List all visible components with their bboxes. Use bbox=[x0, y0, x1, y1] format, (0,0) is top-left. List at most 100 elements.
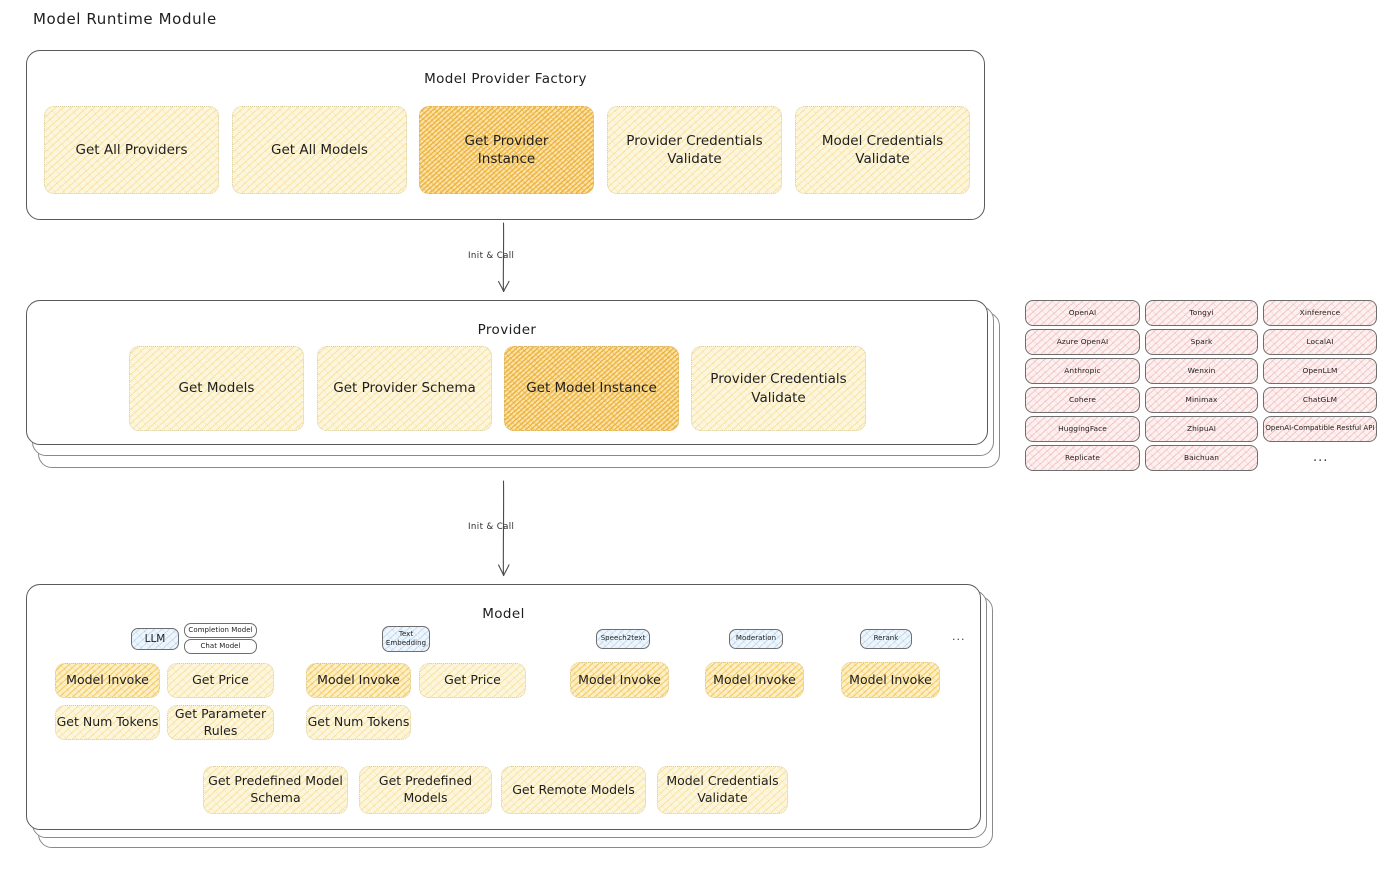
arrow-provider-to-model: Init & Call bbox=[468, 480, 540, 582]
provider-pill-label: Baichuan bbox=[1183, 453, 1220, 462]
provider-pill-wenxin[interactable]: Wenxin bbox=[1145, 358, 1258, 384]
provider-card-get-provider-schema[interactable]: Get Provider Schema bbox=[317, 346, 492, 431]
provider-pill-xinference[interactable]: Xinference bbox=[1263, 300, 1377, 326]
provider-pill-anthropic[interactable]: Anthropic bbox=[1025, 358, 1140, 384]
model-type-badge-label: Speech2text bbox=[600, 634, 646, 643]
provider-pill-label: Tongyi bbox=[1189, 308, 1214, 317]
provider-pill-azure-openai[interactable]: Azure OpenAI bbox=[1025, 329, 1140, 355]
provider-pill-label: Azure OpenAI bbox=[1056, 337, 1109, 346]
factory-card-get-all-providers[interactable]: Get All Providers bbox=[44, 106, 219, 194]
provider-card-get-model-instance[interactable]: Get Model Instance bbox=[504, 346, 679, 431]
provider-pill-tongyi[interactable]: Tongyi bbox=[1145, 300, 1258, 326]
model-title: Model bbox=[482, 606, 525, 622]
arrow-factory-to-provider-icon bbox=[498, 222, 510, 293]
arrow-factory-to-provider: Init & Call bbox=[468, 222, 540, 298]
provider-pill-openai[interactable]: OpenAI bbox=[1025, 300, 1140, 326]
provider-title: Provider bbox=[477, 322, 537, 338]
model-subtype-badge-chat-model[interactable]: Chat Model bbox=[184, 639, 257, 654]
model-type-badge-label: Moderation bbox=[735, 634, 777, 643]
moderation-method-model-invoke[interactable]: Model Invoke bbox=[705, 662, 804, 698]
text-embedding-method-get-price[interactable]: Get Price bbox=[419, 663, 526, 698]
provider-pill-baichuan[interactable]: Baichuan bbox=[1145, 445, 1258, 471]
provider-pill-label: ChatGLM bbox=[1302, 395, 1338, 404]
factory-card-label: Get All Models bbox=[271, 141, 368, 158]
llm-method-label: Get Num Tokens bbox=[56, 714, 159, 730]
provider-list-more: ... bbox=[1313, 450, 1329, 465]
model-common-get-remote-models[interactable]: Get Remote Models bbox=[501, 766, 646, 814]
provider-pill-label: Minimax bbox=[1185, 395, 1218, 404]
text-embedding-method-label: Get Price bbox=[444, 672, 501, 688]
provider-pill-replicate[interactable]: Replicate bbox=[1025, 445, 1140, 471]
model-type-badge-speech2text[interactable]: Speech2text bbox=[596, 629, 650, 649]
provider-pill-openai-compatible-restful-api[interactable]: OpenAI-Compatible Restful API bbox=[1263, 416, 1377, 442]
model-type-badge-moderation[interactable]: Moderation bbox=[729, 629, 783, 649]
provider-pill-spark[interactable]: Spark bbox=[1145, 329, 1258, 355]
model-subtype-badge-label: Completion Model bbox=[188, 625, 253, 634]
provider-pill-label: Xinference bbox=[1299, 308, 1341, 317]
provider-card-get-models[interactable]: Get Models bbox=[129, 346, 304, 431]
text-embedding-method-get-num-tokens[interactable]: Get Num Tokens bbox=[306, 705, 411, 740]
arrow-provider-to-model-icon bbox=[498, 480, 510, 577]
provider-pill-label: Wenxin bbox=[1187, 366, 1216, 375]
arrow-provider-to-model-label: Init & Call bbox=[468, 522, 515, 532]
rerank-method-model-invoke[interactable]: Model Invoke bbox=[841, 662, 940, 698]
provider-pill-cohere[interactable]: Cohere bbox=[1025, 387, 1140, 413]
llm-method-get-price[interactable]: Get Price bbox=[167, 663, 274, 698]
provider-pill-minimax[interactable]: Minimax bbox=[1145, 387, 1258, 413]
provider-card-label: Get Models bbox=[178, 380, 255, 397]
provider-pill-label: HuggingFace bbox=[1058, 424, 1107, 433]
text-embedding-method-model-invoke[interactable]: Model Invoke bbox=[306, 663, 411, 698]
provider-pill-label: Cohere bbox=[1069, 395, 1096, 404]
provider-card-label: Get Model Instance bbox=[526, 380, 657, 397]
rerank-method-label: Model Invoke bbox=[849, 671, 932, 687]
provider-pill-zhipuai[interactable]: ZhipuAI bbox=[1145, 416, 1258, 442]
provider-pill-openllm[interactable]: OpenLLM bbox=[1263, 358, 1377, 384]
llm-method-get-num-tokens[interactable]: Get Num Tokens bbox=[55, 705, 160, 740]
provider-pill-localai[interactable]: LocalAI bbox=[1263, 329, 1377, 355]
factory-card-label: Get All Providers bbox=[75, 141, 188, 158]
text-embedding-method-label: Get Num Tokens bbox=[307, 714, 410, 730]
model-subtype-badge-completion-model[interactable]: Completion Model bbox=[184, 623, 257, 638]
model-type-badge-rerank[interactable]: Rerank bbox=[860, 629, 912, 649]
model-types-more: ... bbox=[952, 630, 966, 643]
speech2text-method-label: Model Invoke bbox=[578, 671, 661, 687]
text-embedding-method-label: Model Invoke bbox=[317, 672, 400, 688]
model-common-label: Get Remote Models bbox=[512, 781, 635, 797]
llm-method-label: Model Invoke bbox=[66, 672, 149, 688]
moderation-method-label: Model Invoke bbox=[713, 671, 796, 687]
llm-method-model-invoke[interactable]: Model Invoke bbox=[55, 663, 160, 698]
page-title: Model Runtime Module bbox=[33, 10, 217, 28]
provider-pill-label: LocalAI bbox=[1306, 337, 1334, 346]
provider-pill-huggingface[interactable]: HuggingFace bbox=[1025, 416, 1140, 442]
provider-card-label: Get Provider Schema bbox=[333, 380, 476, 397]
provider-pill-label: Anthropic bbox=[1064, 366, 1101, 375]
provider-pill-label: Replicate bbox=[1064, 453, 1101, 462]
llm-method-label: Get Price bbox=[192, 672, 249, 688]
factory-card-get-all-models[interactable]: Get All Models bbox=[232, 106, 407, 194]
provider-pill-chatglm[interactable]: ChatGLM bbox=[1263, 387, 1377, 413]
provider-pill-label: OpenAI bbox=[1068, 308, 1097, 317]
provider-pill-label: Spark bbox=[1190, 337, 1213, 346]
provider-pill-label: OpenLLM bbox=[1302, 366, 1338, 375]
model-type-badge-llm[interactable]: LLM bbox=[131, 628, 179, 650]
speech2text-method-model-invoke[interactable]: Model Invoke bbox=[570, 662, 669, 698]
